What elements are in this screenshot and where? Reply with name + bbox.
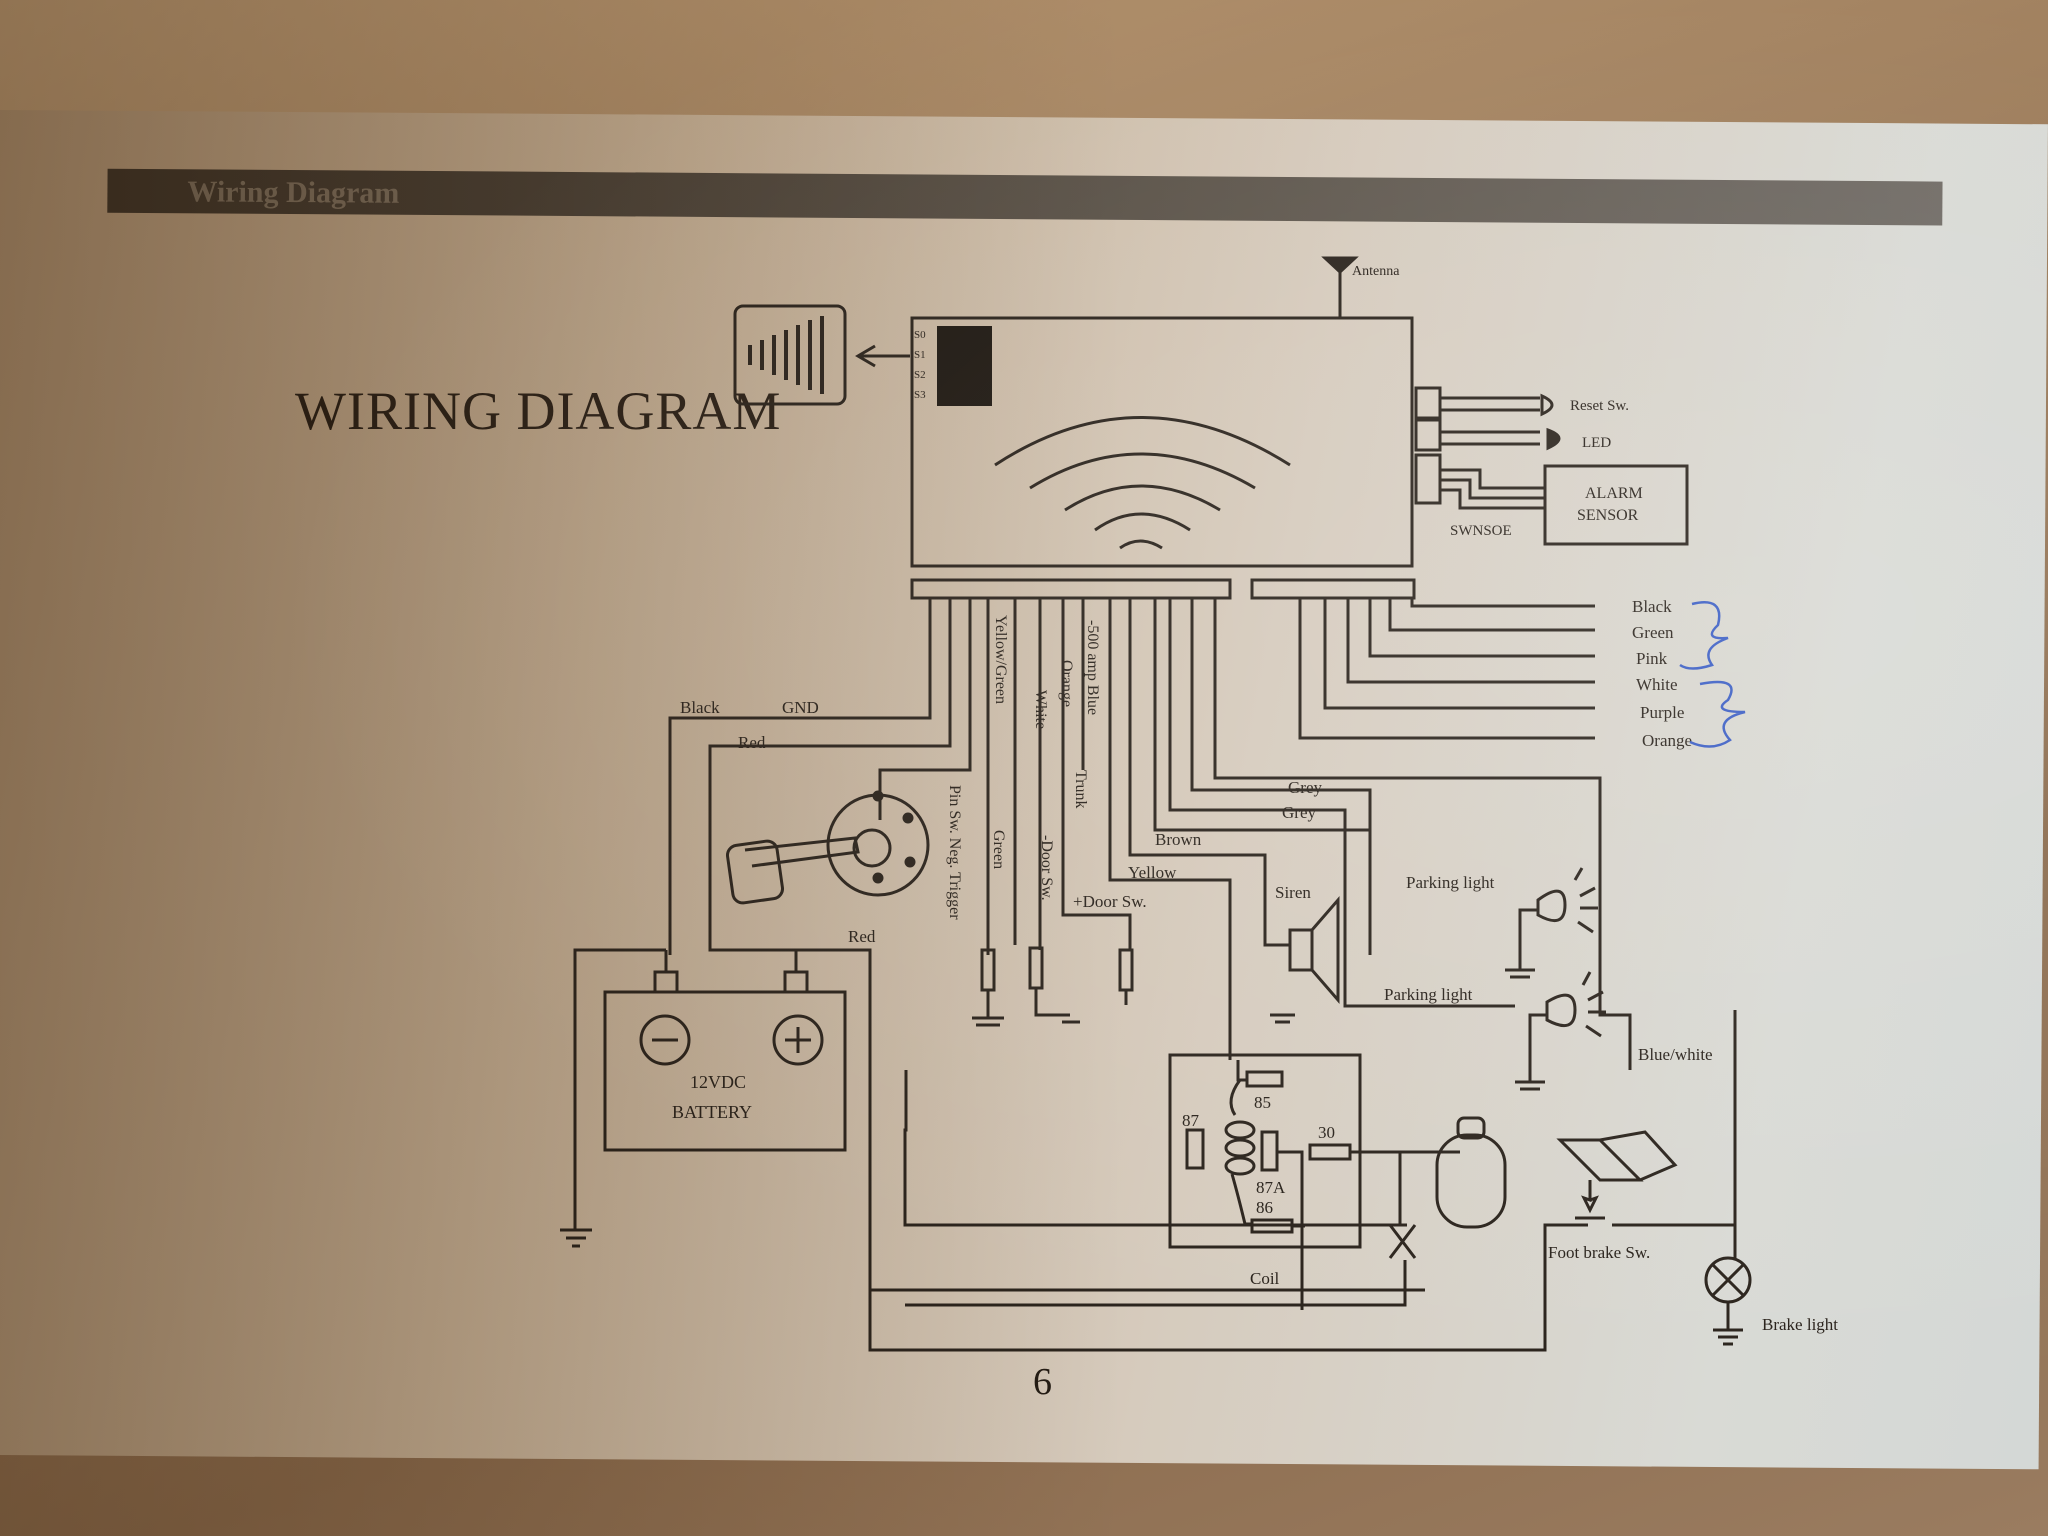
gnd-label: GND (782, 698, 819, 717)
parking-light-icon-1 (1505, 867, 1598, 979)
black-label: Black (680, 698, 720, 717)
svg-text:ALARM: ALARM (1585, 485, 1643, 502)
starter-motor-icon (1435, 1116, 1507, 1229)
coil-label: Coil (1250, 1269, 1280, 1288)
yellow-green-label: Yellow/Green (992, 615, 1009, 704)
grey-label-2: Grey (1282, 803, 1316, 822)
signal-bars-icon (748, 316, 824, 394)
battery-label: BATTERY (672, 1102, 752, 1122)
parking-light-label-2: Parking light (1384, 985, 1473, 1004)
wire-label-orange: Orange (1642, 731, 1692, 750)
green-label: Green (990, 830, 1007, 869)
brake-light-label: Brake light (1762, 1315, 1838, 1334)
wire-label-green: Green (1632, 623, 1674, 642)
page-number: 6 (1033, 1361, 1052, 1403)
red-label: Red (738, 733, 766, 752)
main-connector (910, 578, 1232, 600)
wire-label-purple: Purple (1640, 703, 1684, 722)
svg-text:SENSOR: SENSOR (1577, 507, 1639, 524)
relay-pin-30: 30 (1318, 1123, 1335, 1142)
handwritten-bracket-1 (1679, 601, 1729, 670)
grey-label-1: Grey (1288, 778, 1322, 797)
dip-switch: S0 S1 S2 S3 (914, 326, 992, 406)
battery: 12VDC BATTERY (560, 948, 870, 1248)
relay-pin-87: 87 (1182, 1111, 1200, 1130)
handwritten-bracket-2 (1689, 680, 1746, 748)
parking-light-label-1: Parking light (1406, 873, 1495, 892)
brake-light-icon (1704, 1225, 1752, 1346)
ignition-switch (726, 790, 930, 905)
alarm-sensor-box (1543, 464, 1689, 546)
arrow-left-icon (855, 344, 910, 368)
foot-brake-icon (1556, 1010, 1737, 1227)
aux-connector (1250, 578, 1416, 600)
foot-brake-label: Foot brake Sw. (1548, 1243, 1650, 1262)
orange-label: Orange (1058, 660, 1075, 707)
relay-pin-86: 86 (1256, 1198, 1273, 1217)
page-title: WIRING DIAGRAM (295, 381, 782, 441)
red-battery-label: Red (848, 927, 876, 946)
svg-text:S2: S2 (914, 369, 926, 381)
key-icon (744, 836, 860, 868)
door-pos-label: +Door Sw. (1073, 892, 1147, 911)
dip-display-icon (733, 304, 847, 406)
main-harness: Black GND Red Red Yellow/Green White Ora… (668, 598, 1713, 1352)
trunk-label: Trunk (1072, 770, 1089, 809)
relay: 85 87 30 87A 86 Coil (905, 1053, 1460, 1310)
antenna-label: Antenna (1352, 264, 1400, 279)
door-neg-label: -Door Sw. (1038, 835, 1055, 901)
battery-voltage: 12VDC (690, 1072, 746, 1092)
siren-label: Siren (1275, 883, 1311, 902)
wire-label-pink: Pink (1636, 649, 1668, 668)
yellow-label: Yellow (1128, 863, 1177, 882)
wireless-waves-icon (994, 416, 1291, 550)
reset-switch-icon (1540, 393, 1554, 417)
parking-light-icon-2 (1515, 971, 1606, 1091)
wire-label-black: Black (1632, 597, 1672, 616)
svg-text:S1: S1 (914, 349, 926, 361)
siren-icon (1270, 895, 1340, 1024)
right-harness: Black Green Pink White Purple Orange (1298, 597, 1746, 750)
blue-500ma-label: -500 amp Blue (1084, 620, 1101, 715)
blue-white-label: Blue/white (1638, 1045, 1713, 1064)
led-label: LED (1582, 435, 1611, 451)
svg-text:S3: S3 (914, 389, 926, 401)
wire-label-white: White (1636, 675, 1678, 694)
pin-switch-label: Pin Sw. Neg. Trigger (946, 785, 963, 920)
reset-switch-label: Reset Sw. (1570, 398, 1629, 414)
sensor-cable-label: SWNSOE (1450, 523, 1512, 539)
led-icon (1546, 427, 1561, 451)
control-unit: Antenna S0 S1 S2 S3 Reset Sw. LE (733, 256, 1689, 568)
brown-label: Brown (1155, 830, 1202, 849)
relay-pin-85: 85 (1254, 1093, 1271, 1112)
svg-text:S0: S0 (914, 329, 926, 341)
pin-switches (972, 946, 1134, 1027)
white-label: White (1032, 690, 1049, 729)
ground-icon (560, 1228, 592, 1248)
antenna-top-icon (1321, 256, 1359, 275)
relay-pin-87a: 87A (1256, 1178, 1286, 1197)
